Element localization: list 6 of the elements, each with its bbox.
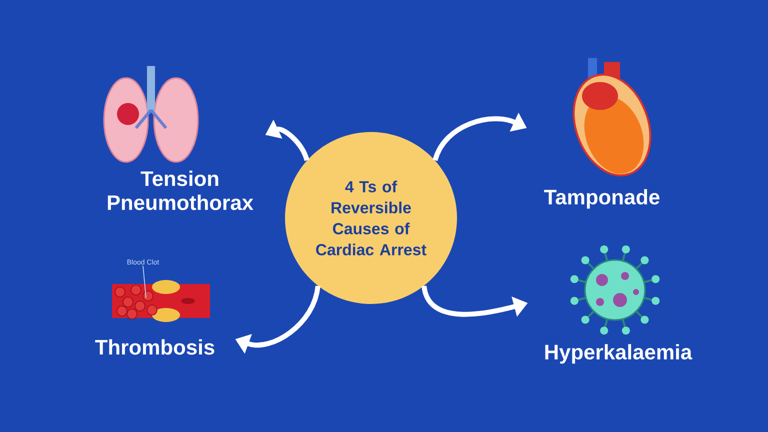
cause-label: Tamponade xyxy=(544,189,660,209)
circle-node: 4 Ts of Reversible Causes of Cardiac Arrest xyxy=(285,132,457,304)
leader-line xyxy=(142,265,146,298)
cause-label: Hyperkalaemia xyxy=(545,344,692,364)
cause-label: Tension Pneumothorax xyxy=(108,170,254,210)
cause-label: Thrombosis xyxy=(95,339,214,355)
